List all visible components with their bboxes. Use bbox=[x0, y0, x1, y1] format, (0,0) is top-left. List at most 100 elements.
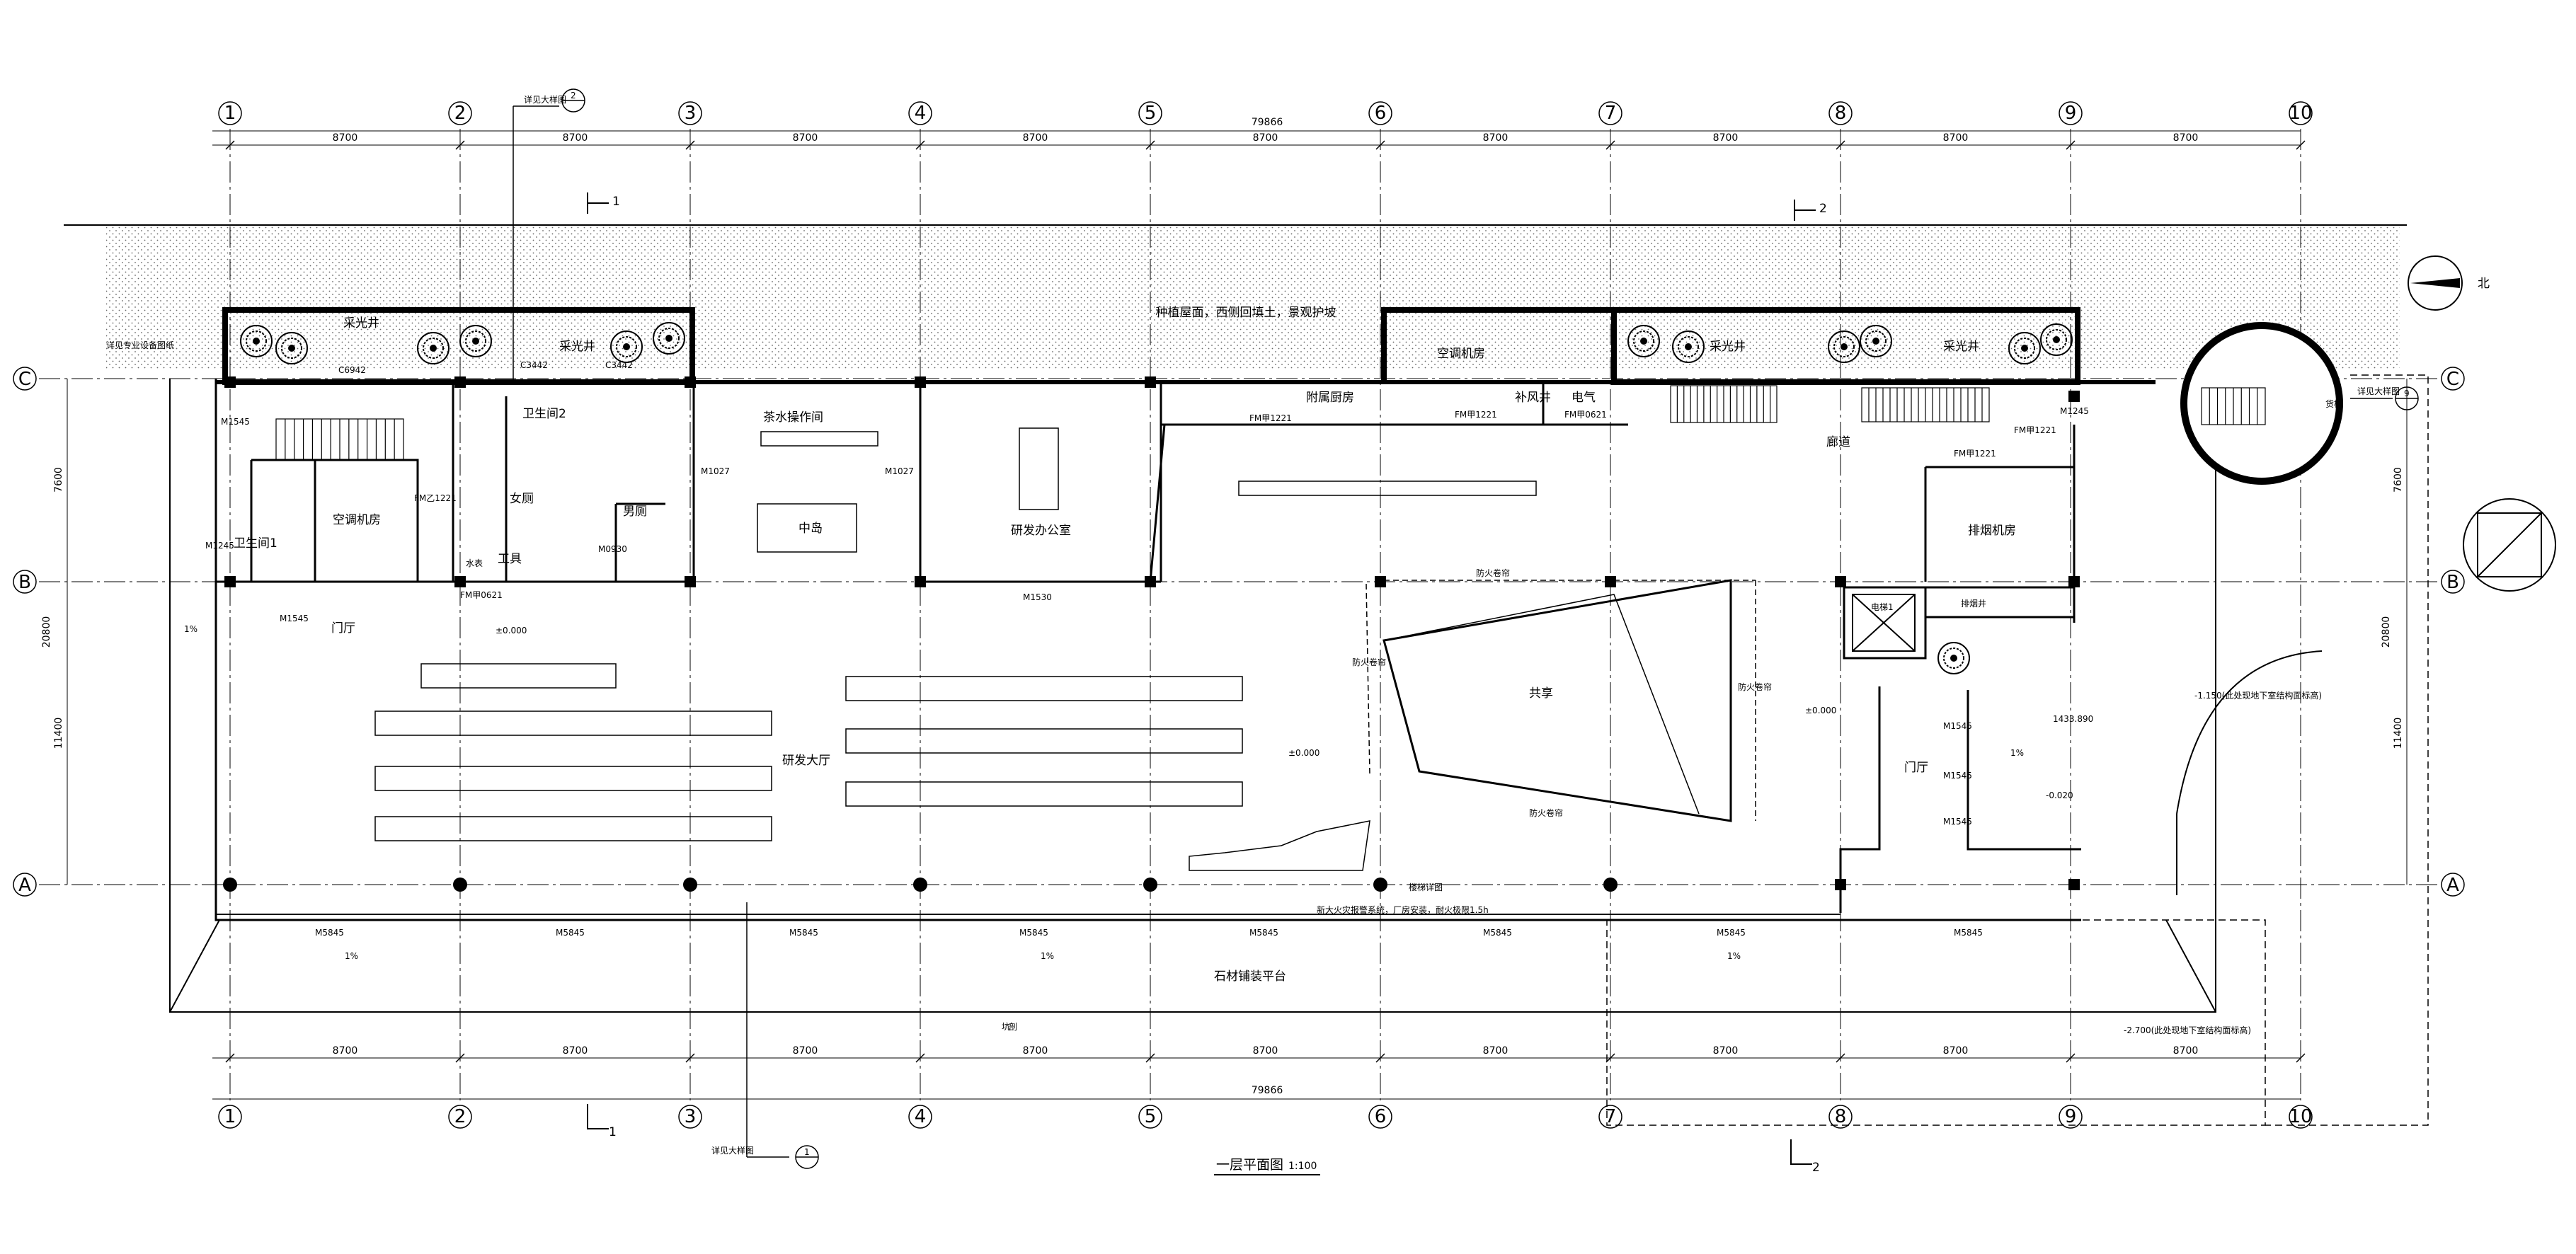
door-fm0621-a: FM甲0621 bbox=[460, 590, 503, 600]
furniture bbox=[374, 427, 1756, 871]
dimension-tick bbox=[2296, 140, 2306, 150]
door-m1545-d: M1545 bbox=[1943, 771, 1972, 781]
room-exhaust: 排烟机房 bbox=[1968, 524, 2016, 538]
window-c3442-a: C3442 bbox=[520, 360, 548, 370]
tree-icon bbox=[1828, 330, 1860, 363]
door-m5845-3: M5845 bbox=[789, 928, 818, 938]
tree-icon-core bbox=[1872, 338, 1879, 345]
axis-label-col-3: 3 bbox=[685, 103, 697, 124]
tree-icon bbox=[240, 325, 273, 357]
tree-icon-inner bbox=[423, 338, 444, 359]
axis-label-col-6: 6 bbox=[1375, 1106, 1387, 1127]
dimension-tick bbox=[225, 140, 235, 150]
atrium-label-top: 防火卷帘 bbox=[1476, 568, 1510, 578]
index-symbol-top: 2 bbox=[571, 91, 576, 100]
dimension-bay-bottom: 8700 bbox=[1943, 1045, 1969, 1057]
room-island: 中岛 bbox=[798, 522, 823, 536]
dimension-tick bbox=[1145, 1053, 1155, 1063]
tree-icon-core bbox=[1685, 343, 1692, 350]
door-fm1221-c: FM甲1221 bbox=[1455, 410, 1497, 420]
dimension-bay-top: 8700 bbox=[2173, 132, 2199, 144]
elevation-ext-bottom: -2.700(此处现地下室结构面标高) bbox=[2124, 1025, 2251, 1035]
axis-bubble-row-B bbox=[2441, 570, 2465, 594]
axis-label-col-9: 9 bbox=[2065, 1106, 2077, 1127]
elevation-ext-misc: 1433.890 bbox=[2053, 714, 2093, 724]
index-note-top: 详见大样图 bbox=[524, 94, 566, 105]
door-m1245-b: M1245 bbox=[2060, 406, 2089, 416]
axis-label-col-10: 10 bbox=[2289, 103, 2312, 124]
room-lobby-left: 门厅 bbox=[331, 621, 355, 635]
drawing-title: 一层平面图 bbox=[1216, 1157, 1283, 1173]
dimension-side-left: 7600 bbox=[53, 467, 64, 493]
tree-icon bbox=[2040, 323, 2073, 356]
axis-bubble-col-2 bbox=[448, 1105, 472, 1129]
axis-bubble-col-9 bbox=[2059, 1105, 2083, 1129]
axis-bubble-col-1 bbox=[218, 1105, 242, 1129]
elevation-entry: ±0.000 bbox=[496, 626, 527, 635]
door-m5845-8: M5845 bbox=[1954, 928, 1983, 938]
room-skylight-3: 采光井 bbox=[1710, 340, 1746, 354]
room-elevator: 电梯1 bbox=[1871, 602, 1894, 612]
axis-bubble-col-4 bbox=[908, 101, 932, 125]
atrium-label-right: 防火卷帘 bbox=[1738, 681, 1772, 692]
room-hvac-top: 空调机房 bbox=[1437, 347, 1485, 361]
stair-symbols bbox=[275, 385, 2266, 461]
axis-bubble-col-1 bbox=[218, 101, 242, 125]
dimension-bay-bottom: 8700 bbox=[2173, 1045, 2199, 1057]
dimension-tick bbox=[2066, 140, 2076, 150]
tree-icon bbox=[417, 332, 450, 364]
axis-label-col-6: 6 bbox=[1375, 103, 1387, 124]
door-m1545-e: M1545 bbox=[1943, 817, 1972, 827]
door-m1027-a: M1027 bbox=[701, 466, 730, 476]
dimension-bay-top: 8700 bbox=[1943, 132, 1969, 144]
dimension-tick bbox=[455, 1053, 465, 1063]
room-corridor: 廊道 bbox=[1826, 435, 1850, 449]
dimension-total-bottom: 79866 bbox=[1252, 1085, 1283, 1096]
structural-column bbox=[2068, 391, 2080, 402]
room-labels: 采光井 采光井 采光井 采光井 空调机房 空调机房 卫生间1 卫生间2 女厕 男… bbox=[234, 316, 2342, 1032]
axis-label-row-B: B bbox=[18, 572, 31, 593]
index-symbol-bottom: 1 bbox=[804, 1147, 810, 1157]
tree-icon-core bbox=[1841, 343, 1848, 350]
index-note-right: 详见大样图 bbox=[2357, 386, 2400, 396]
axis-label-col-2: 2 bbox=[454, 1106, 466, 1127]
door-m5845-2: M5845 bbox=[556, 928, 585, 938]
slope-bottom-1: 1% bbox=[345, 951, 358, 961]
room-wc1: 卫生间1 bbox=[234, 536, 277, 551]
tree-icon-core bbox=[623, 343, 630, 350]
door-fm1221-e: FM甲1221 bbox=[2014, 425, 2056, 435]
axis-bubble-row-A bbox=[13, 873, 37, 897]
elevation-east: ±0.000 bbox=[1805, 706, 1836, 715]
axis-bubble-col-3 bbox=[678, 1105, 702, 1129]
room-pit: 坑 bbox=[1002, 1021, 1010, 1032]
dimension-bay-bottom: 8700 bbox=[333, 1045, 358, 1057]
axis-label-col-7: 7 bbox=[1605, 1106, 1617, 1127]
landscape-band bbox=[106, 225, 2400, 370]
dimension-side-right: 7600 bbox=[2393, 467, 2404, 493]
dimension-bay-bottom: 8700 bbox=[1023, 1045, 1048, 1057]
axis-bubble-col-10 bbox=[2289, 101, 2313, 125]
axis-bubble-row-B bbox=[13, 570, 37, 594]
room-hall: 研发大厅 bbox=[782, 754, 830, 768]
axis-label-col-3: 3 bbox=[685, 1106, 697, 1127]
dimension-bay-top: 8700 bbox=[793, 132, 818, 144]
dimension-bay-bottom: 8700 bbox=[793, 1045, 818, 1057]
dimension-bay-bottom: 8700 bbox=[563, 1045, 588, 1057]
tree-icon-inner bbox=[1943, 648, 1964, 669]
tree-icon-inner bbox=[658, 328, 680, 349]
door-m0930: M0930 bbox=[598, 544, 627, 554]
tree-icon-core bbox=[1950, 655, 1957, 662]
structural-column bbox=[2068, 879, 2080, 890]
dimension-tick bbox=[1145, 140, 1155, 150]
dimension-bay-bottom: 8700 bbox=[1713, 1045, 1739, 1057]
axis-bubble-col-10 bbox=[2289, 1105, 2313, 1129]
dimension-lines: 79866 8700 8700 8700 8700 8700 8700 8700 8700 870… bbox=[41, 117, 2408, 1100]
tree-icon-inner bbox=[246, 330, 267, 352]
room-skylight-2: 采光井 bbox=[559, 340, 595, 354]
tree-icon-inner bbox=[1633, 330, 1654, 352]
slope-right: 1% bbox=[2010, 748, 2024, 758]
tree-icon bbox=[1937, 642, 1970, 674]
tree-symbols bbox=[240, 322, 2073, 674]
tree-icon bbox=[610, 330, 643, 363]
